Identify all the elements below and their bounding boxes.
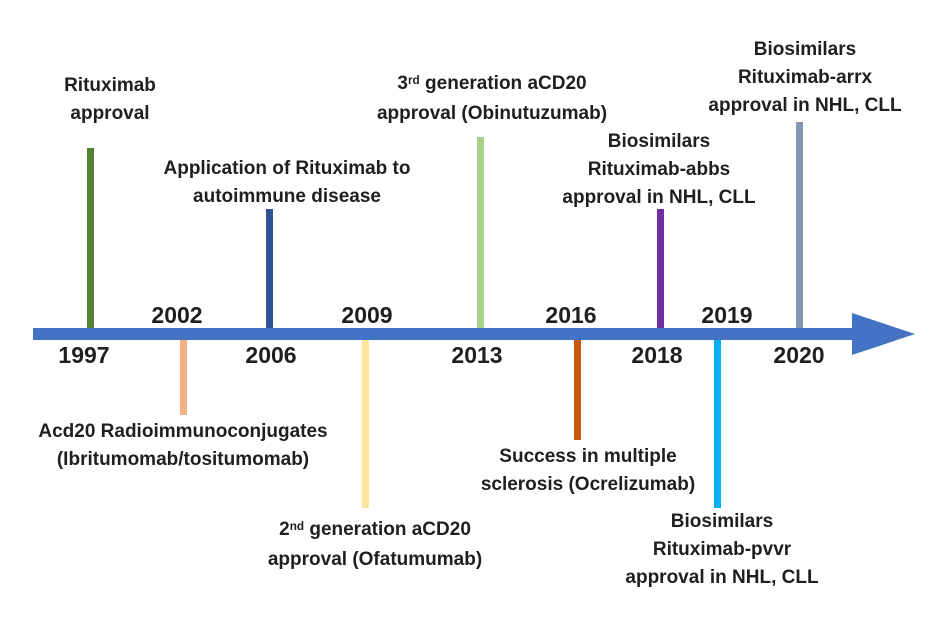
event-bar [265,209,273,328]
event-label-line: approval (Obinutuzumab) [376,103,608,124]
event-label-line: 2nd generation aCD20 [279,519,471,540]
event-label: Success in multiple sclerosis (Ocrelizuma… [481,443,695,499]
event-label-line: sclerosis (Ocrelizumab) [480,474,696,495]
event-label-line: 3rd generation aCD20 [397,73,587,94]
event-year-label: 2020 [773,342,825,368]
event-label-line: approval in NHL, CLL [625,567,819,588]
event-label-line: Biosimilars [753,39,857,60]
event-bar [573,340,581,440]
event-year-label: 1997 [58,342,110,368]
event-label-line: (Ibritumomab/tositumomab) [56,449,310,470]
event-bar [86,148,94,328]
event-bar [476,137,484,328]
event-label: 3rd generation aCD20 approval (Obinutuzum… [377,70,607,128]
event-label-line: Acd20 Radioimmunoconjugates [38,421,328,442]
event-year-label: 2002 [151,302,203,328]
event-bar [713,340,721,508]
event-year-label: 2009 [341,302,393,328]
event-year-label: 2006 [245,342,297,368]
event-label: Acd20 Radioimmunoconjugates (Ibritumomab/… [38,418,327,474]
event-year-label: 2013 [451,342,503,368]
event-year-label: 2018 [631,342,683,368]
event-bar [795,122,803,328]
event-label-line: Success in multiple [499,446,677,467]
event-label-line: approval (Ofatumumab) [267,549,483,570]
event-label-line: autoimmune disease [193,186,381,207]
event-label-line: Rituximab [64,75,156,96]
event-year-label: 2016 [545,302,597,328]
event-label-line: approval in NHL, CLL [708,95,902,116]
event-label: Rituximab approval [64,72,156,128]
event-bar [361,340,369,508]
timeline-axis [33,328,852,340]
event-label-line: Rituximab-abbs [587,159,731,180]
event-label-line: Application of Rituximab to [163,158,411,179]
event-label-line: Biosimilars [607,131,711,152]
event-label: Application of Rituximab to autoimmune di… [164,155,411,211]
event-label-line: Rituximab-arrx [737,67,873,88]
event-bar [656,209,664,328]
event-year-label: 2019 [701,302,753,328]
timeline-arrow-head-icon [852,313,918,355]
event-label: 2nd generation aCD20 approval (Ofatumumab… [268,516,482,574]
event-label-line: approval in NHL, CLL [562,187,756,208]
event-label-line: Rituximab-pvvr [652,539,792,560]
event-bar [179,340,187,415]
event-label-line: approval [70,103,150,124]
event-label-line: Biosimilars [670,511,774,532]
